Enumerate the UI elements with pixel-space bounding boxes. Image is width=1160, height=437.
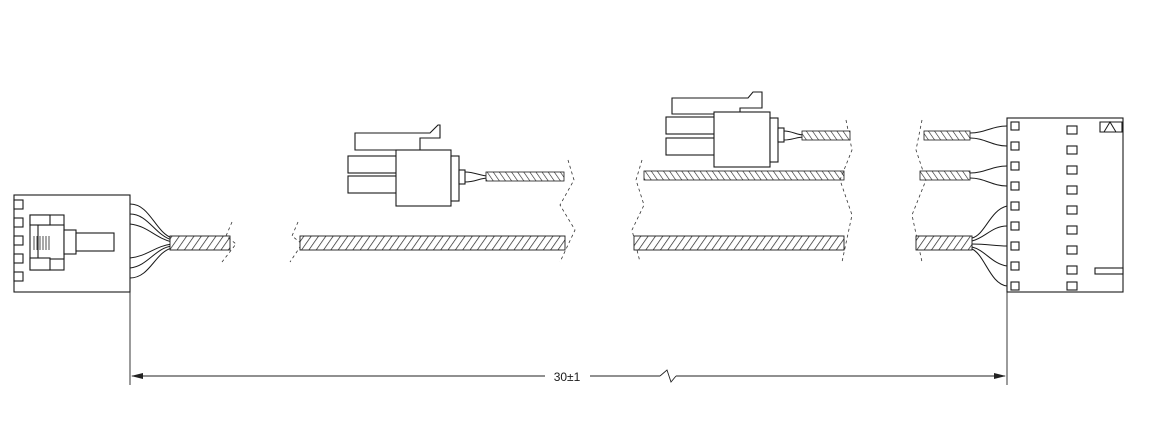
branch-twist-1 <box>485 171 565 182</box>
dimension-arrow-left <box>131 373 143 379</box>
break-mark-2b <box>559 159 576 263</box>
length-dimension-label: 30±1 <box>554 370 581 384</box>
left-twisted-bundle <box>169 235 231 251</box>
dimension-callout: 30±1 <box>129 292 1008 385</box>
dimension-arrow-right <box>994 373 1006 379</box>
right-branch-twist-1 <box>923 130 971 141</box>
middle-connector-1 <box>347 124 466 207</box>
branch-twist-3 <box>801 130 851 141</box>
latch-ridges <box>33 236 50 250</box>
right-main-bundle <box>915 235 973 251</box>
middle-connector-2-wires <box>783 130 805 141</box>
right-wire-fanout <box>969 125 1008 287</box>
left-wire-fanout <box>129 203 173 279</box>
left-connector-housing <box>13 194 131 293</box>
middle-connector-1-wires <box>464 171 489 183</box>
middle-connector-2 <box>665 91 785 168</box>
break-mark-2a <box>289 221 303 263</box>
main-bundle-segment-1 <box>299 235 566 251</box>
left-break-mark <box>221 221 237 263</box>
right-branch-twist-2 <box>919 170 971 181</box>
main-bundle-segment-2 <box>633 235 845 251</box>
right-connector-housing <box>1006 117 1124 293</box>
branch-twist-2 <box>643 170 845 181</box>
